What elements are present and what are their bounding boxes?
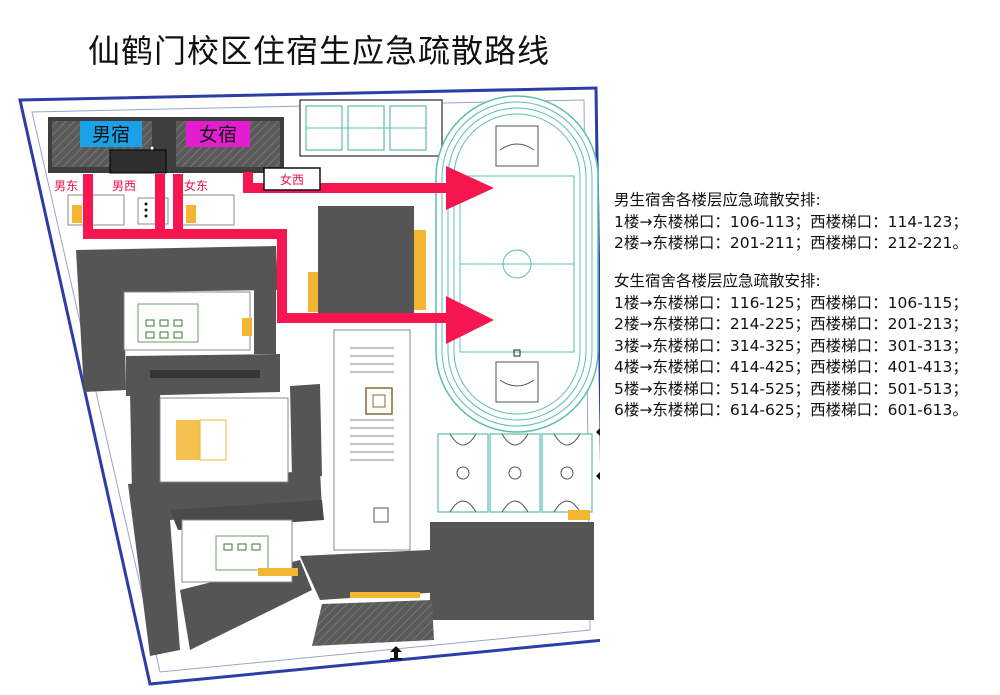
female-evacuation-panel: 女生宿舍各楼层应急疏散安排: 1楼→东楼梯口：116-125；西楼梯口：106-…: [614, 271, 968, 422]
running-track: [435, 95, 599, 433]
female-floor-line: 4楼→东楼梯口：414-425；西楼梯口：401-413；: [614, 358, 968, 376]
evacuation-routes: [83, 166, 494, 344]
svg-text:男宿: 男宿: [92, 124, 130, 146]
entrance-arrow-icon: [390, 646, 402, 660]
basketball-courts: [437, 433, 593, 513]
basketball-court-icon: [541, 433, 593, 513]
route-arrow-icon: [446, 166, 494, 210]
central-plaza: [333, 329, 411, 551]
female-floor-line: 2楼→东楼梯口：214-225；西楼梯口：201-213；: [614, 315, 968, 333]
male-panel-heading: 男生宿舍各楼层应急疏散安排:: [614, 191, 821, 209]
svg-text:女宿: 女宿: [199, 124, 237, 146]
dorm-stair-dots: [144, 145, 155, 218]
exit-label-female-east: 女东: [184, 178, 208, 193]
dorm-annex: [67, 194, 235, 226]
exit-label-male-east: 男东: [54, 179, 78, 193]
female-floor-line: 5楼→东楼梯口：514-525；西楼梯口：501-513；: [614, 379, 968, 398]
female-floor-line: 3楼→东楼梯口：314-325；西楼梯口：301-313；: [614, 336, 968, 355]
route-arrow-icon: [446, 296, 494, 344]
central-gymnasium: [308, 206, 426, 316]
basketball-court-icon: [489, 433, 541, 513]
male-dorm-label: 男宿: [80, 121, 142, 147]
basketball-court-icon: [437, 433, 489, 513]
female-panel-heading: 女生宿舍各楼层应急疏散安排:: [614, 272, 821, 290]
male-floor-line: 2楼→东楼梯口：201-211；西楼梯口：212-221。: [614, 234, 968, 252]
courtyard-south: [181, 519, 298, 583]
south-gate: [312, 592, 434, 646]
entrance-arrow-icon: [596, 428, 600, 436]
entrance-arrow-icon: [596, 472, 600, 480]
female-dorm-label: 女宿: [186, 121, 250, 147]
exit-label-female-west: 女西: [280, 172, 304, 187]
courtyard-middle: [150, 370, 289, 483]
courtyard-north: [123, 291, 252, 351]
page-title: 仙鹤门校区住宿生应急疏散路线: [88, 32, 551, 70]
male-evacuation-panel: 男生宿舍各楼层应急疏散安排: 1楼→东楼梯口：106-113；西楼梯口：114-…: [614, 190, 968, 255]
exit-label-male-west: 男西: [112, 179, 136, 193]
campus-map: 男宿 女宿: [18, 86, 600, 686]
female-floor-line: 1楼→东楼梯口：116-125；西楼梯口：106-115；: [614, 293, 968, 312]
female-floor-line: 6楼→东楼梯口：614-625；西楼梯口：601-613。: [614, 401, 968, 419]
south-east-building: [430, 510, 594, 620]
tennis-courts: [299, 99, 443, 157]
dorm-exit-labels: 男东 男西 女东 女西: [54, 167, 321, 193]
male-floor-line: 1楼→东楼梯口：106-113；西楼梯口：114-123；: [614, 212, 968, 231]
